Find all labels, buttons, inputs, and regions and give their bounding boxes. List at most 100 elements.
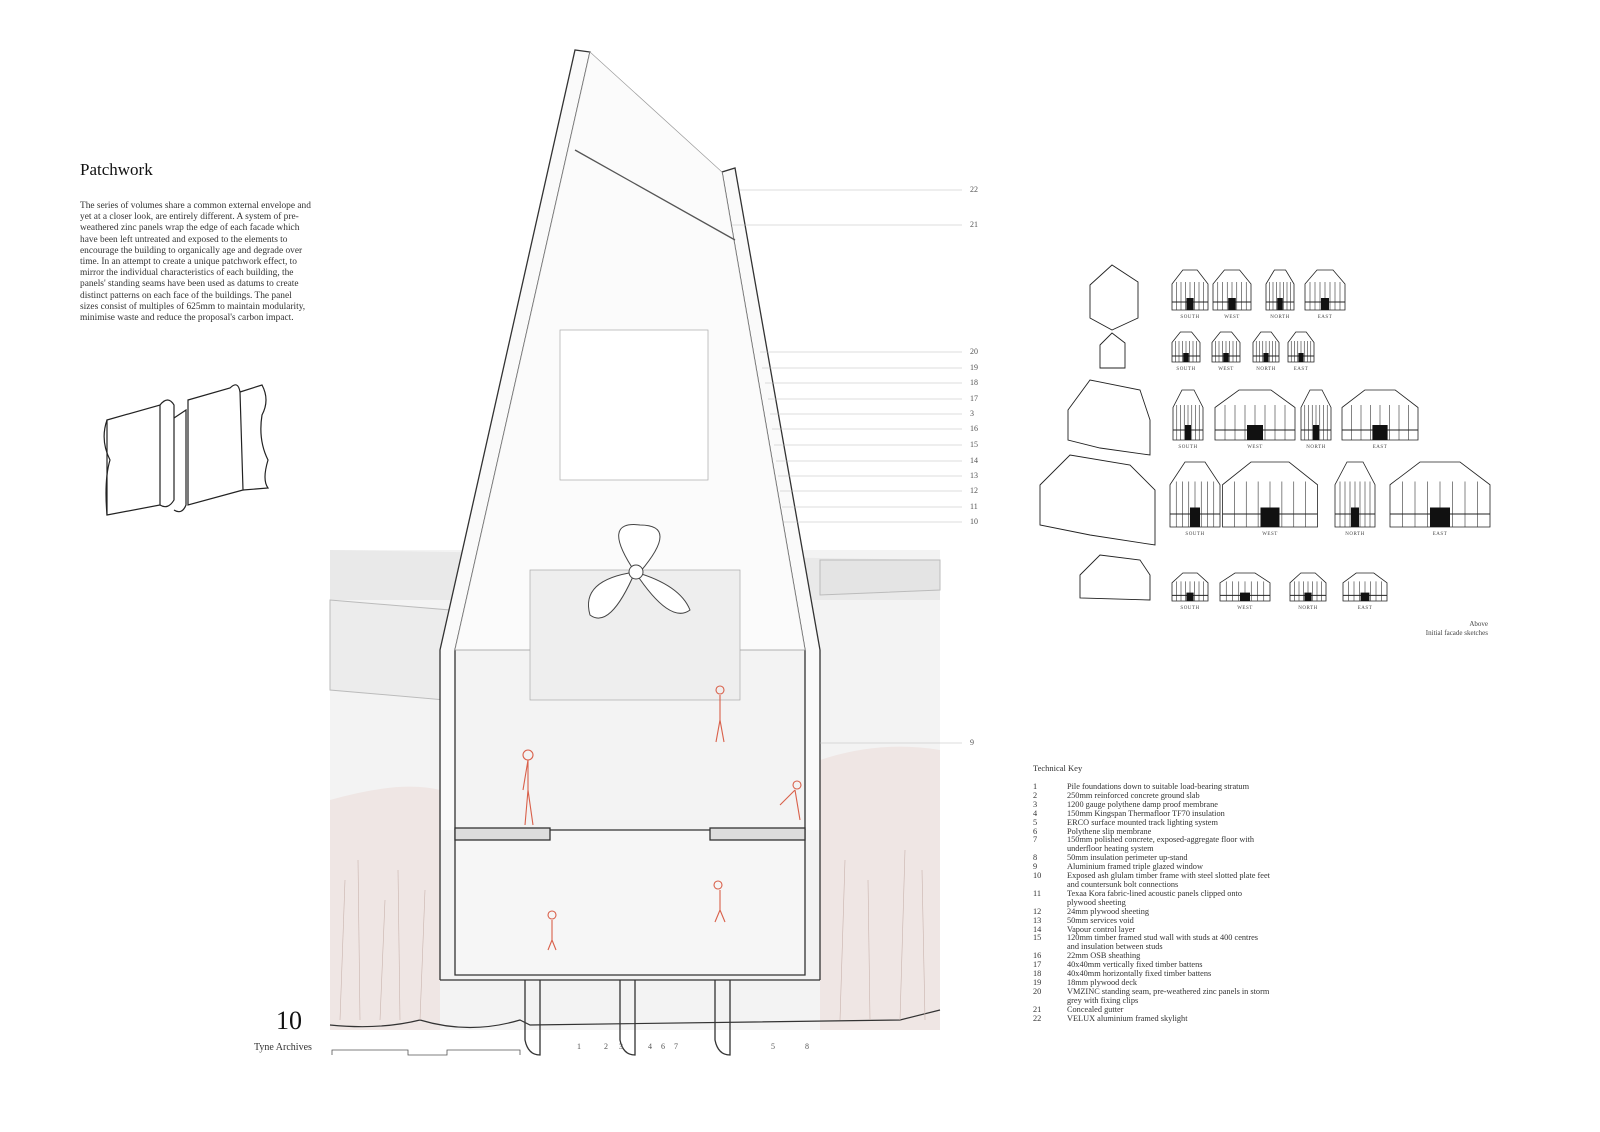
section-label: 1	[577, 1042, 581, 1051]
key-number: 5	[1033, 817, 1038, 827]
elevation-label: NORTH	[1256, 367, 1276, 372]
key-text: 50mm insulation perimeter up-stand	[1067, 853, 1188, 863]
key-text: 120mm timber framed stud wall with studs…	[1067, 933, 1259, 952]
section-title: Patchwork	[80, 160, 153, 179]
key-text: Aluminium framed triple glazed window	[1067, 862, 1203, 872]
key-text: Exposed ash glulam timber frame with ste…	[1067, 871, 1270, 889]
section-label: 11	[970, 502, 978, 511]
section-label: 6	[661, 1042, 665, 1051]
elevation-label: EAST	[1357, 606, 1373, 611]
key-row: 1 Pile foundations down to suitable load-…	[1033, 782, 1272, 792]
key-text: Texaa Kora fabric-lined acoustic panels …	[1067, 888, 1242, 907]
elevation-label: SOUTH	[1178, 445, 1198, 450]
key-number: 7	[1033, 835, 1038, 845]
section-label: 22	[970, 185, 978, 194]
section-label: 21	[970, 220, 978, 229]
elevation-label: WEST	[1224, 315, 1240, 320]
elevation-label: SOUTH	[1176, 367, 1196, 372]
key-number: 14	[1033, 924, 1042, 934]
elevation-label: EAST	[1293, 367, 1309, 372]
section-label: 15	[970, 440, 978, 449]
key-number: 3	[1033, 799, 1038, 809]
elevation-label: NORTH	[1270, 315, 1290, 320]
key-row: 6 Polythene slip membrane	[1033, 826, 1272, 837]
elevation-label: WEST	[1247, 445, 1263, 450]
elevation-label: WEST	[1218, 367, 1234, 372]
key-number: 16	[1033, 951, 1042, 961]
caption-line-1: Above	[1469, 620, 1488, 628]
section-label: 16	[970, 424, 978, 433]
section-label: 3	[970, 409, 974, 418]
sketch-caption: Above Initial facade sketches	[1426, 620, 1488, 638]
section-label: 3	[619, 1042, 623, 1051]
elevation-label: NORTH	[1306, 445, 1326, 450]
key-text: Pile foundations down to suitable load-b…	[1067, 782, 1250, 791]
key-row: 9 Aluminium framed triple glazed window	[1033, 862, 1272, 872]
elevation-label: EAST	[1372, 445, 1388, 450]
key-number: 9	[1033, 862, 1038, 872]
key-number: 22	[1033, 1013, 1042, 1023]
scale-bar	[331, 1049, 521, 1056]
elevation-label: SOUTH	[1180, 315, 1200, 320]
key-number: 11	[1033, 888, 1041, 898]
elevation-label: NORTH	[1298, 606, 1318, 611]
key-row: 3 1200 gauge polythene damp proof membran…	[1033, 799, 1272, 810]
facade-elevations	[1169, 269, 1491, 602]
key-row: 15 120mm timber framed stud wall with stu…	[1033, 934, 1272, 952]
section-label: 14	[970, 456, 978, 465]
key-number: 17	[1033, 960, 1042, 970]
key-number: 18	[1033, 969, 1042, 979]
key-number: 12	[1033, 906, 1042, 916]
section-label: 19	[970, 363, 978, 372]
key-row: 11 Texaa Kora fabric-lined acoustic panel…	[1033, 888, 1272, 908]
elevation-label: SOUTH	[1180, 606, 1200, 611]
key-text: 1200 gauge polythene damp proof membrane	[1067, 799, 1218, 809]
facade-sketches	[1039, 264, 1156, 601]
key-text: 22mm OSB sheathing	[1067, 951, 1141, 961]
key-number: 20	[1033, 986, 1042, 996]
key-number: 6	[1033, 826, 1038, 836]
key-number: 10	[1033, 871, 1042, 881]
section-label: 9	[970, 738, 974, 747]
elevation-label: EAST	[1317, 315, 1333, 320]
sheet-number: 10	[276, 1006, 302, 1035]
key-text: 40x40mm vertically fixed timber battens	[1067, 960, 1203, 970]
caption-line-2: Initial facade sketches	[1425, 629, 1488, 637]
key-number: 13	[1033, 915, 1042, 925]
building-section	[439, 49, 821, 1056]
intro-paragraph: The series of volumes share a common ext…	[80, 201, 311, 324]
key-text: Polythene slip membrane	[1067, 826, 1152, 836]
key-number: 1	[1033, 782, 1038, 791]
elevation-label: WEST	[1262, 532, 1278, 537]
key-text: 150mm Kingspan Thermafloor TF70 insulati…	[1067, 808, 1225, 818]
key-text: 40x40mm horizontally fixed timber batten…	[1067, 969, 1212, 979]
key-number: 21	[1033, 1004, 1042, 1014]
leader-lines	[732, 189, 962, 744]
section-label: 17	[970, 394, 978, 403]
key-row: 22 VELUX aluminium framed skylight	[1033, 1013, 1272, 1024]
key-text: 24mm plywood sheeting	[1067, 906, 1150, 916]
key-text: 250mm reinforced concrete ground slab	[1067, 790, 1200, 800]
section-label: 12	[970, 486, 978, 495]
key-number: 15	[1033, 933, 1042, 943]
key-row: 17 40x40mm vertically fixed timber batten…	[1033, 960, 1272, 970]
section-label: 13	[970, 471, 978, 480]
key-text: VELUX aluminium framed skylight	[1067, 1013, 1188, 1023]
zinc-panel-sketch	[103, 384, 270, 516]
section-label: 5	[771, 1042, 775, 1051]
section-label: 8	[805, 1042, 809, 1051]
section-label: 4	[648, 1042, 652, 1051]
key-text: 18mm plywood deck	[1067, 977, 1138, 987]
section-label: 18	[970, 378, 978, 387]
section-label: 7	[674, 1042, 678, 1051]
key-row: 10 Exposed ash glulam timber frame with s…	[1033, 871, 1272, 890]
